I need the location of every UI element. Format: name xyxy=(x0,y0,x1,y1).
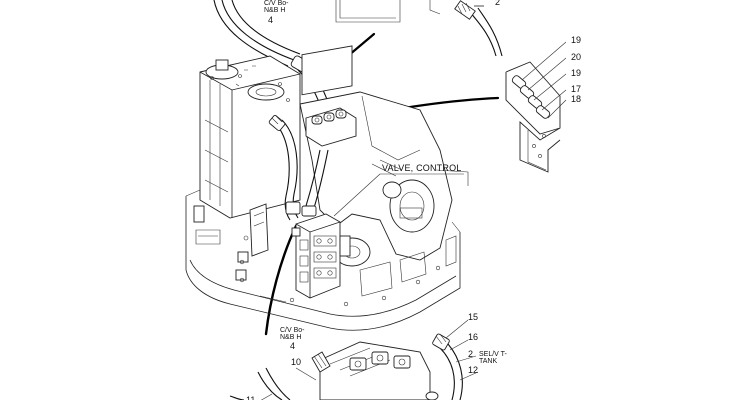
manifold-detail xyxy=(505,61,561,173)
bottom-valve-detail xyxy=(311,341,431,400)
control-valve-assembly xyxy=(291,213,351,299)
label-cv-top-1: C/V Bo- xyxy=(264,0,289,7)
manifold-detail-leaders xyxy=(521,41,567,119)
label-cv-bot-num: 4 xyxy=(290,341,295,351)
callout-labels: C/V Bo- N&B H 4 2 19 20 19 17 18 VALVE, … xyxy=(246,0,581,400)
label-20: 20 xyxy=(571,52,581,62)
label-cv-top-num: 4 xyxy=(268,15,273,25)
valve-control-callout xyxy=(333,173,464,217)
label-2-top: 2 xyxy=(495,0,500,7)
label-16: 16 xyxy=(468,332,478,342)
hoses-to-control-valve xyxy=(268,115,329,221)
label-cv-top-2: N&B H xyxy=(264,7,285,14)
label-2-bot: 2 xyxy=(468,349,473,359)
bottom-leaders xyxy=(260,319,479,400)
manifold-block-center xyxy=(305,107,357,147)
label-19-a: 19 xyxy=(571,35,581,45)
label-15: 15 xyxy=(468,312,478,322)
label-cv-bot-1: C/V Bo- xyxy=(280,327,305,334)
upper-frame-deck xyxy=(185,169,469,331)
hydraulic-tank xyxy=(193,55,301,223)
label-12: 12 xyxy=(468,365,478,375)
label-cv-bot-2: N&B H xyxy=(280,334,301,341)
label-11: 11 xyxy=(246,395,255,400)
label-18: 18 xyxy=(571,94,581,104)
hose-fitting-top-right xyxy=(454,0,503,57)
label-valve-control: VALVE, CONTROL xyxy=(382,163,462,173)
label-selv-1: SEL/V T- xyxy=(479,351,508,358)
bottom-hoses xyxy=(229,333,463,400)
valve-brackets xyxy=(235,203,269,281)
label-10: 10 xyxy=(291,357,301,367)
label-17: 17 xyxy=(571,84,581,94)
top-frame-fragment xyxy=(335,0,441,23)
label-selv-2: TANK xyxy=(479,358,497,365)
label-19-b: 19 xyxy=(571,68,581,78)
